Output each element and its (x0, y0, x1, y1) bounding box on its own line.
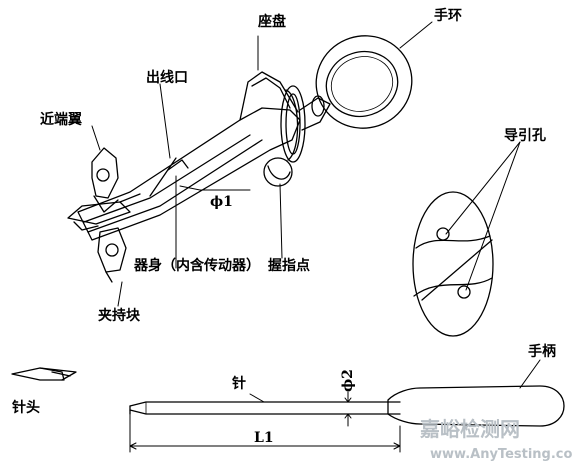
label-length: L1 (254, 430, 274, 446)
handle-leader (249, 359, 541, 403)
label-seat: 座盘 (258, 13, 286, 30)
needle-drawing (129, 385, 565, 427)
label-body: 器身（内含传动器） (133, 257, 260, 274)
hand-ring (315, 35, 413, 129)
label-needle-tip: 针头 (11, 399, 40, 416)
label-needle: 针 (231, 375, 246, 392)
label-proximal-wing: 近端翼 (40, 111, 82, 128)
label-hand-ring: 手环 (434, 7, 462, 24)
label-phi1: ϕ1 (210, 194, 233, 210)
leader-lines (91, 21, 521, 307)
clamp-block (97, 227, 127, 283)
phi2-dimension (344, 391, 352, 427)
label-guide-hole: 导引孔 (504, 128, 546, 144)
guide-hole-detail (412, 191, 494, 337)
watermark-url: www.AnyTesting.com (430, 447, 572, 462)
instrument-tip (67, 193, 141, 231)
proximal-wing (91, 147, 119, 213)
instrument-body (77, 71, 301, 241)
l1-dimension (129, 413, 401, 453)
watermark-text: 嘉峪检测网 (419, 417, 520, 441)
label-phi2: ϕ2 (340, 369, 356, 392)
needle-tip-drawing (11, 367, 77, 381)
grip-point (263, 157, 293, 187)
label-grip-point: 握指点 (268, 257, 310, 274)
seat-disc (280, 85, 306, 163)
label-wire-exit: 出线口 (146, 69, 188, 86)
label-clamp-block: 夹持块 (98, 307, 141, 324)
wire-exit (149, 157, 189, 197)
label-handle: 手柄 (528, 343, 556, 360)
